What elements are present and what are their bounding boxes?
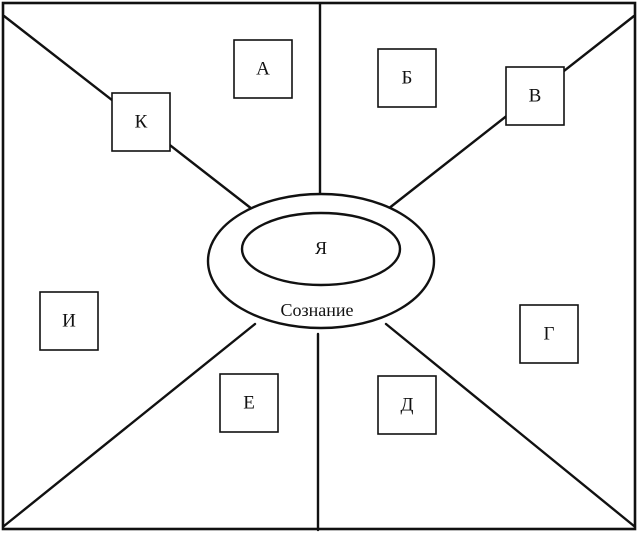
box-b-label: Б <box>402 67 413 88</box>
box-i: И <box>39 291 99 351</box>
box-d: Д <box>377 375 437 435</box>
box-e-label: Е <box>243 392 255 413</box>
box-i-label: И <box>62 310 76 331</box>
box-k: К <box>111 92 171 152</box>
box-d-label: Д <box>401 394 414 415</box>
self-label: Я <box>315 238 327 258</box>
self-ellipse <box>240 211 402 287</box>
divider-bottom-right <box>384 322 636 528</box>
box-e: Е <box>219 373 279 433</box>
box-v-label: В <box>529 85 542 106</box>
divider-bottom-left <box>2 322 257 528</box>
box-k-label: К <box>135 111 148 132</box>
consciousness-label: Сознание <box>281 300 354 320</box>
box-a: А <box>233 39 293 99</box>
box-v: В <box>505 66 565 126</box>
box-g: Г <box>519 304 579 364</box>
box-a-label: А <box>256 58 270 79</box>
box-b: Б <box>377 48 437 108</box>
box-g-label: Г <box>544 323 555 344</box>
